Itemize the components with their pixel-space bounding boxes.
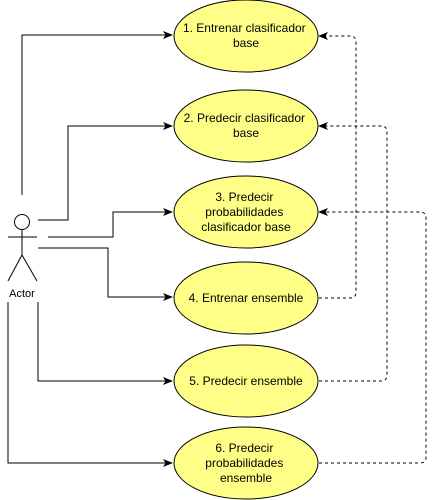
use-case-3: 3. Predecir probabilidades clasificador … xyxy=(173,175,319,249)
actor-right-leg xyxy=(21,254,38,282)
use-case-2-line-1: 2. Predecir clasificador xyxy=(184,111,305,125)
actor-head-icon xyxy=(14,214,30,230)
actor-label: Actor xyxy=(9,288,35,300)
dependency-lines xyxy=(318,32,427,464)
use-case-5: 5. Predecir ensemble xyxy=(173,344,319,418)
use-case-2-line-2: base xyxy=(233,126,259,140)
dependency-line-uc4-uc1 xyxy=(318,32,357,299)
association-line-uc5 xyxy=(37,302,173,385)
association-line-uc3 xyxy=(48,208,173,238)
svg-text:1. Entrenar clasificador: 1. Entrenar clasificador base xyxy=(183,21,309,50)
use-case-6: 6. Predecir probabilidades ensemble xyxy=(173,426,319,500)
association-lines xyxy=(7,31,173,467)
svg-text:6. Predecir probabilid: 6. Predecir probabilidades ensemble xyxy=(205,441,286,485)
use-case-6-line-1: 6. Predecir xyxy=(215,441,273,455)
svg-text:2. Predecir clasificador: 2. Predecir clasificador base xyxy=(184,111,309,140)
dependency-line-uc6-uc3 xyxy=(318,208,427,464)
svg-text:5. Predecir ensemble: 5. Predecir ensemble xyxy=(189,374,303,388)
use-case-2: 2. Predecir clasificador base xyxy=(173,89,319,163)
use-case-3-line-1: 3. Predecir xyxy=(215,190,273,204)
svg-text:4. Entrenar ensemble: 4. Entrenar ensemble xyxy=(189,291,304,305)
use-case-4: 4. Entrenar ensemble xyxy=(173,261,319,335)
association-line-uc1 xyxy=(21,31,173,195)
use-case-1-line-1: 1. Entrenar clasificador xyxy=(183,21,306,35)
use-case-1-line-2: base xyxy=(233,36,259,50)
use-case-3-line-2: probabilidades xyxy=(205,205,283,219)
use-case-5-line-1: 5. Predecir ensemble xyxy=(189,374,303,388)
association-line-uc4 xyxy=(38,247,173,301)
actor-left-leg xyxy=(7,254,23,282)
use-case-3-line-3: clasificador base xyxy=(201,220,291,234)
use-case-6-line-3: ensemble xyxy=(220,471,272,485)
use-cases: 1. Entrenar clasificador base 2. Predeci… xyxy=(173,0,319,500)
use-case-1: 1. Entrenar clasificador base xyxy=(173,0,319,73)
use-case-6-line-2: probabilidades xyxy=(205,456,283,470)
svg-text:3. Predecir probabilid: 3. Predecir probabilidades clasificador … xyxy=(201,190,291,234)
dependency-line-uc5-uc2 xyxy=(318,122,388,382)
association-line-uc2 xyxy=(38,122,173,221)
association-line-uc6 xyxy=(7,302,173,467)
actor xyxy=(7,214,38,282)
use-case-4-line-1: 4. Entrenar ensemble xyxy=(189,291,304,305)
